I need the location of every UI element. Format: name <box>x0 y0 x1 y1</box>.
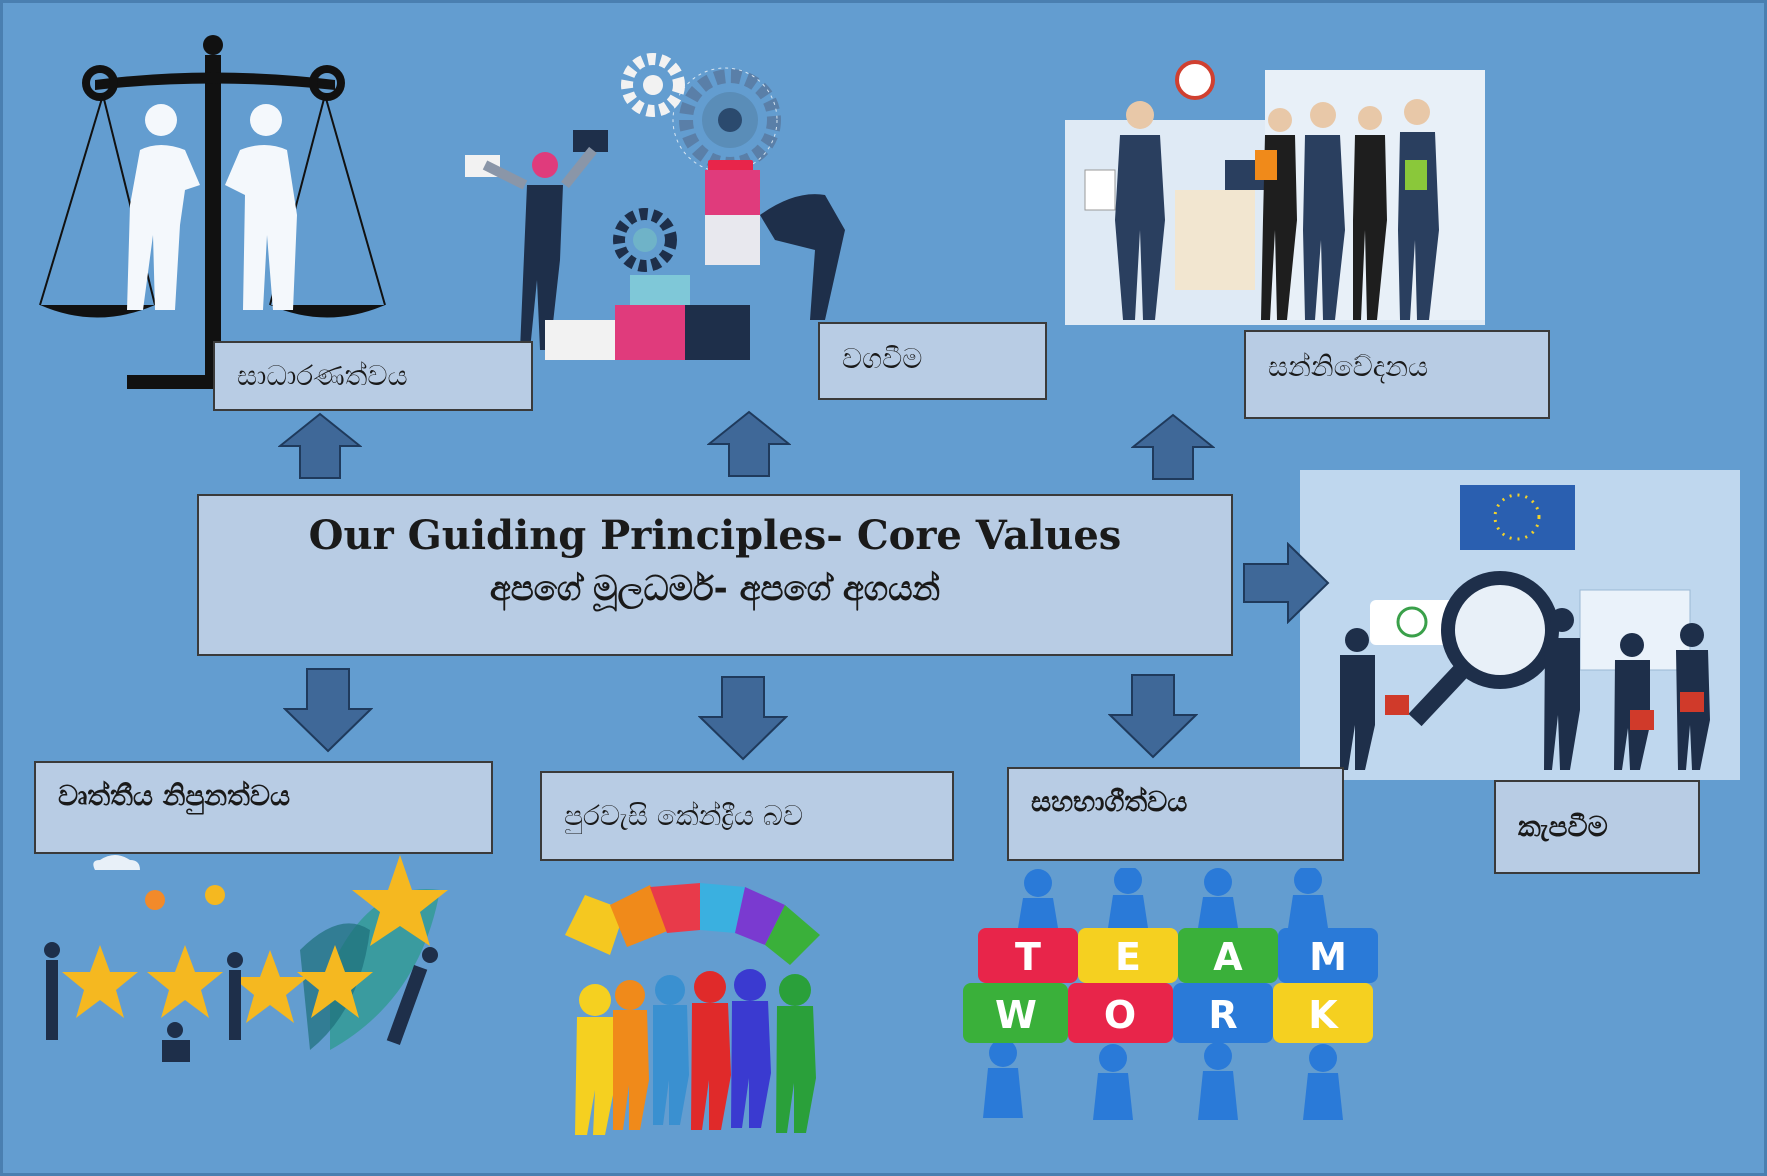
gears-blocks-icon <box>465 53 845 360</box>
arrow-right-icon <box>1243 542 1330 624</box>
teamwork-puzzle-icon: T E A M W O R K <box>963 868 1378 1120</box>
value-label-equality: සාධාරණත්වය <box>237 359 408 392</box>
value-box-participation: සහභාගීත්වය <box>1007 767 1344 861</box>
team-letter-m: M <box>1309 935 1347 979</box>
center-title: Our Guiding Principles- Core Values <box>308 512 1122 559</box>
team-letter-e: E <box>1115 935 1141 979</box>
team-letter-k: K <box>1308 993 1339 1037</box>
business-team-icon <box>1065 60 1485 325</box>
value-box-dedication: කැපවීම <box>1494 780 1700 874</box>
magnifier-team-icon <box>1300 470 1740 780</box>
value-label-professional-skills: වෘත්තීය නිපුනත්වය <box>58 779 291 812</box>
value-box-professional-skills: වෘත්තීය නිපුනත්වය <box>34 761 493 854</box>
arrow-up-icon <box>278 412 362 479</box>
value-label-accountability: වගවීම <box>842 342 923 375</box>
team-letter-r: R <box>1208 993 1237 1037</box>
team-letter-o: O <box>1104 993 1136 1037</box>
value-box-citizen-centric: පුරවැසි කේන්ද්‍රීය බව <box>540 771 954 861</box>
team-letter-w: W <box>995 993 1037 1037</box>
scales-of-justice-icon <box>39 35 386 389</box>
arrow-down-icon <box>698 676 788 761</box>
value-box-equality: සාධාරණත්වය <box>213 341 533 411</box>
arrow-down-icon <box>1108 674 1198 759</box>
team-letter-a: A <box>1213 935 1243 979</box>
value-label-citizen-centric: පුරවැසි කේන්ද්‍රීය බව <box>564 799 804 832</box>
team-letter-t: T <box>1015 935 1041 979</box>
value-label-communication: සන්නිවේදනය <box>1268 350 1429 383</box>
value-box-accountability: වගවීම <box>818 322 1047 400</box>
value-label-dedication: කැපවීම <box>1518 810 1608 843</box>
star-rating-people-icon <box>44 855 448 1062</box>
arrow-up-icon <box>1131 413 1215 480</box>
center-subtitle: අපගේ මූලධර්ම- අපගේ අගයන් <box>489 569 941 609</box>
value-box-communication: සන්නිවේදනය <box>1244 330 1550 419</box>
value-label-participation: සහභාගීත්වය <box>1031 785 1188 818</box>
core-values-center-box: Our Guiding Principles- Core Values අපගේ… <box>197 494 1233 656</box>
arrow-down-icon <box>283 668 373 753</box>
arrow-up-icon <box>707 410 791 477</box>
puzzle-people-icon <box>565 883 820 1135</box>
